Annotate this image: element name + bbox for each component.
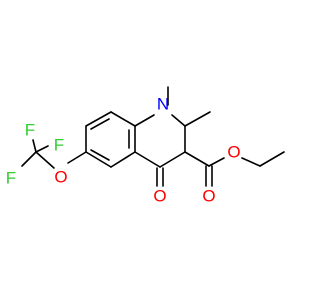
- atom-o-ketone: O: [153, 187, 166, 206]
- bond: [241, 157, 261, 167]
- bond: [35, 145, 49, 153]
- bond: [67, 151, 87, 164]
- bond: [85, 111, 112, 127]
- bond: [85, 151, 112, 168]
- bond: [90, 149, 110, 161]
- atom-o-carbonyl: O: [202, 187, 215, 206]
- bond: [35, 151, 55, 169]
- atom-o-ether: O: [54, 168, 67, 187]
- bond: [32, 139, 37, 153]
- atom-labels: N O O O O F F F: [6, 95, 241, 206]
- bonds: [21, 86, 285, 187]
- atom-f3: F: [6, 169, 16, 188]
- atom-o-ester: O: [227, 143, 240, 162]
- bond: [134, 114, 155, 127]
- bond: [171, 114, 186, 127]
- bond: [90, 118, 110, 130]
- bond: [159, 151, 186, 168]
- bond: [110, 111, 136, 127]
- bond: [184, 151, 210, 167]
- atom-f2: F: [54, 136, 64, 155]
- bond: [134, 151, 161, 168]
- atom-n1: N: [157, 95, 169, 114]
- atom-f1: F: [25, 121, 35, 140]
- bond: [208, 157, 225, 167]
- bond: [259, 151, 285, 167]
- bond: [21, 151, 37, 167]
- bond: [184, 111, 211, 127]
- molecule-structure: N O O O O F F F: [6, 86, 285, 206]
- molecule-svg: N O O O O F F F: [6, 86, 285, 206]
- bond: [110, 151, 136, 168]
